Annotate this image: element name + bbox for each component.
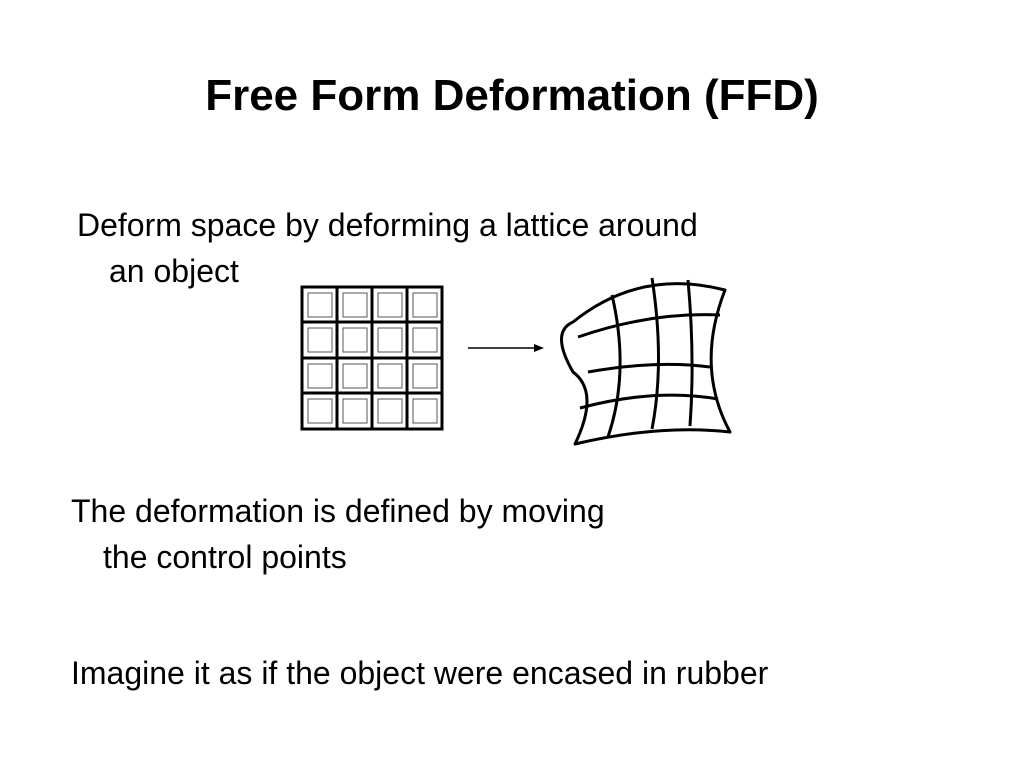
bullet-imagine-rubber: Imagine it as if the object were encased…: [71, 650, 768, 696]
ffd-illustration: [290, 272, 750, 452]
ffd-illustration-svg: [300, 277, 732, 446]
bullet-deform-space-line2: an object: [109, 253, 239, 289]
slide-title: Free Form Deformation (FFD): [205, 71, 819, 120]
arrow-right-icon: [468, 344, 544, 352]
regular-lattice-icon: [300, 285, 444, 431]
deformed-outer-frame: [560, 282, 732, 446]
deformed-vline: [650, 277, 660, 430]
bullet-deform-space: Deform space by deforming a lattice arou…: [77, 202, 698, 294]
deformed-hline: [579, 393, 719, 410]
deformed-vline: [606, 294, 622, 438]
bullet-deformation-defined-line2: the control points: [103, 539, 347, 575]
deformed-hline: [587, 362, 711, 374]
deformed-vline: [686, 279, 694, 427]
bullet-deformation-defined-line1: The deformation is defined by moving: [71, 493, 605, 529]
lattice-sketch-detail: [307, 292, 438, 424]
deformed-hline: [577, 313, 721, 339]
bullet-deform-space-line1: Deform space by deforming a lattice arou…: [77, 207, 698, 243]
deformed-lattice-icon: [560, 277, 732, 446]
bullet-imagine-rubber-line1: Imagine it as if the object were encased…: [71, 655, 769, 691]
bullet-deformation-defined: The deformation is defined by moving the…: [71, 488, 605, 580]
